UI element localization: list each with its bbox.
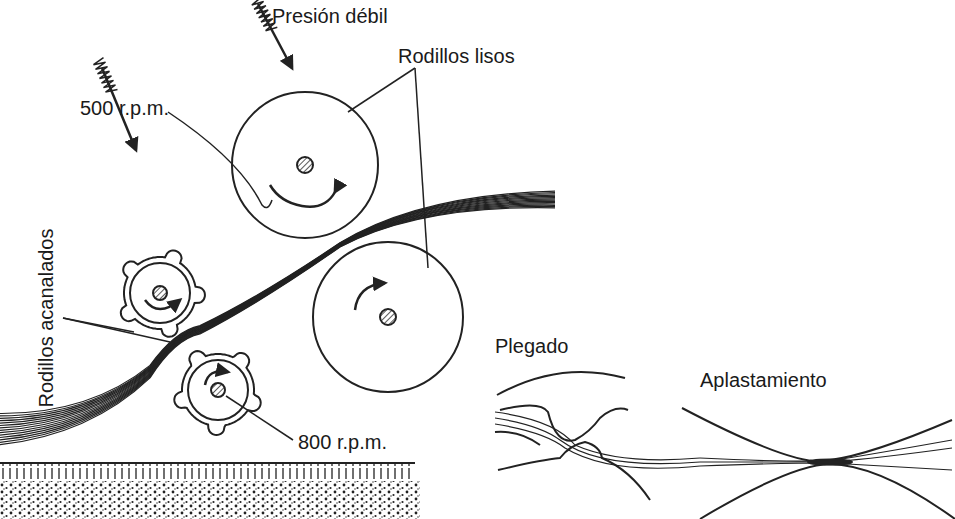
folding-detail	[495, 372, 700, 500]
leader-line	[63, 318, 170, 342]
fibre	[0, 200, 555, 430]
roller-axle	[297, 157, 313, 173]
smooth-roller	[313, 242, 463, 392]
rotation-arrow	[355, 283, 385, 310]
fibre	[0, 205, 555, 440]
leader-line	[168, 112, 272, 208]
roller-axle	[211, 383, 225, 397]
rotation-arrow	[145, 300, 180, 309]
fibre	[0, 204, 555, 438]
part-name: Rodillos acanalados	[35, 228, 55, 407]
spring-symbol	[94, 58, 118, 93]
leader-line	[348, 68, 415, 112]
smooth-roller	[232, 92, 378, 238]
roller-axle	[380, 309, 396, 325]
fibre	[0, 201, 555, 432]
rotation-arrow	[270, 185, 335, 207]
detail-label: Aplastamiento	[700, 370, 827, 390]
grooved-roller-rim	[188, 360, 248, 420]
rotation-arrow	[205, 371, 228, 385]
leader-line	[415, 68, 428, 268]
roller-axle	[153, 286, 167, 300]
part-name: Rodillos lisos	[398, 46, 515, 66]
crushing-detail	[682, 408, 955, 519]
ground-texture	[0, 481, 420, 519]
pressure-label: Presión débil	[272, 6, 388, 26]
fibre	[0, 206, 555, 442]
leader-line	[226, 396, 293, 440]
speed-label: 500 r.p.m.	[80, 98, 169, 118]
fibre	[0, 203, 555, 435]
grooved-roller	[121, 251, 205, 337]
grooved-roller	[174, 351, 260, 435]
grooved-roller-rim	[130, 263, 190, 323]
speed-label: 800 r.p.m.	[298, 432, 387, 452]
comb	[0, 463, 415, 479]
fibre	[0, 208, 555, 445]
detail-label: Plegado	[495, 336, 568, 356]
